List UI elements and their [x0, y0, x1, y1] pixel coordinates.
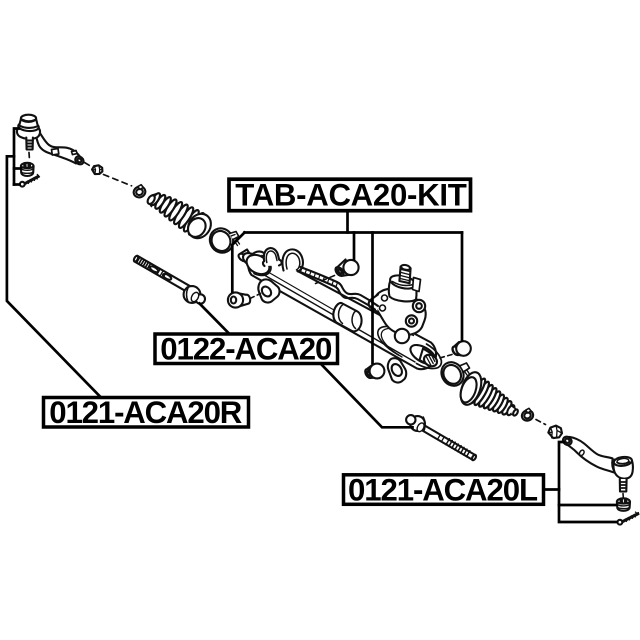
- svg-text:0121-ACA20R: 0121-ACA20R: [49, 395, 242, 430]
- svg-text:0121-ACA20L: 0121-ACA20L: [348, 473, 538, 508]
- svg-text:TAB-ACA20-KIT: TAB-ACA20-KIT: [235, 178, 467, 213]
- svg-text:0122-ACA20: 0122-ACA20: [160, 332, 332, 367]
